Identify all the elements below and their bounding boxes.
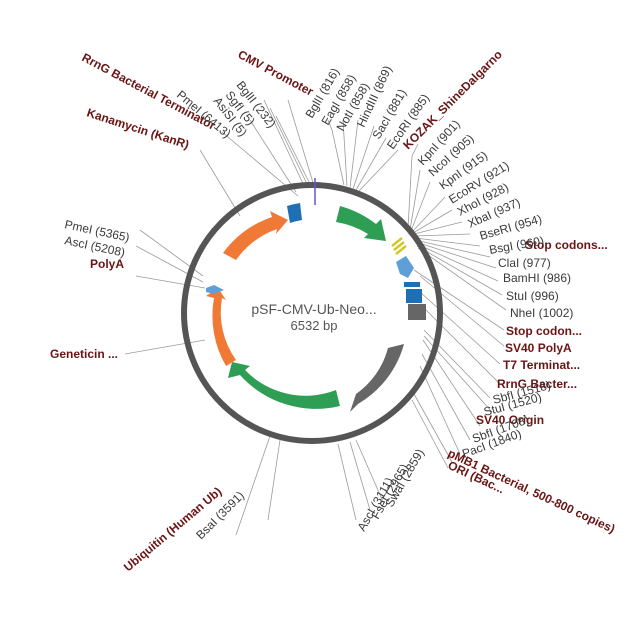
site-stui-996: StuI (996): [506, 289, 559, 303]
label-geneticin: Geneticin ...: [50, 347, 118, 361]
site-clai: ClaI (977): [498, 256, 551, 270]
cmv-feature: [287, 203, 302, 223]
sv40-polya-block: [404, 282, 420, 287]
green-feature-top: [336, 206, 386, 241]
label-rrng-bacter: RrnG Bacter...: [497, 377, 577, 391]
label-pmb1: pMB1 Bacterial, 500-800 copies): [446, 446, 618, 536]
label-t7-terminator: T7 Terminat...: [503, 358, 580, 372]
label-sv40-origin: SV40 Origin: [476, 413, 544, 427]
stop-codons-feature: [391, 237, 407, 255]
plasmid-backbone-ring: [181, 182, 443, 444]
ubiquitin-feature: [228, 362, 340, 409]
feature-shapes: [206, 178, 426, 412]
site-bamhi: BamHI (986): [503, 271, 571, 285]
pmb1-ori-feature: [350, 344, 404, 412]
plasmid-name: pSF-CMV-Ub-Neo...: [251, 301, 376, 317]
site-nhei: NheI (1002): [510, 306, 573, 320]
label-stop-codons-1: Stop codons...: [525, 238, 608, 252]
label-stop-codon-2: Stop codon...: [506, 324, 582, 338]
rrng-bacterial-block: [408, 304, 426, 320]
label-polya: PolyA: [90, 257, 124, 271]
t7-block: [406, 289, 422, 303]
label-sv40-polya: SV40 PolyA: [505, 341, 572, 355]
polya-feature: [206, 285, 224, 294]
leader-lines: [124, 99, 507, 536]
geneticin-feature: [206, 288, 236, 366]
plasmid-size: 6532 bp: [291, 318, 338, 333]
kanamycin-feature: [223, 211, 288, 260]
kozak-feature: [396, 256, 414, 278]
